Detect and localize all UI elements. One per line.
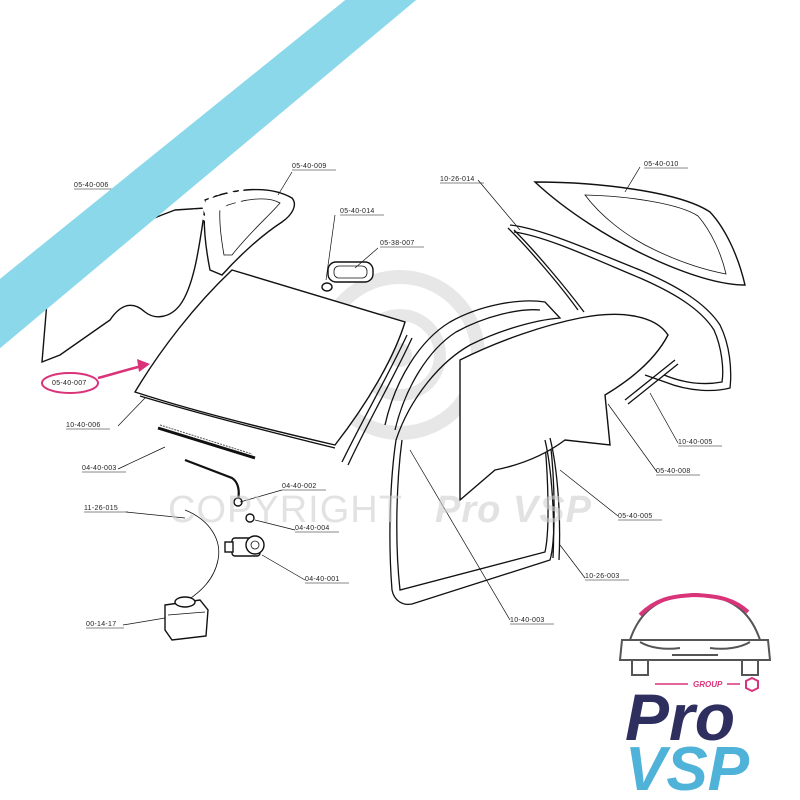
copyright-text: COPYRIGHT — [168, 489, 403, 531]
logo-hex-icon — [745, 676, 759, 693]
label-04-40-002: 04-40-002 — [282, 483, 317, 490]
copyright-watermark: COPYRIGHT Pro VSP — [168, 489, 592, 531]
part-labels: 05-40-006 05-40-009 05-40-014 05-38-007 … — [52, 161, 722, 629]
highlight-ellipse — [41, 372, 99, 394]
wiper-motor — [224, 535, 265, 557]
label-04-40-001: 04-40-001 — [305, 576, 340, 583]
highlight-callout — [41, 359, 150, 394]
highlight-arrow — [97, 364, 143, 380]
label-05-40-006: 05-40-006 — [74, 182, 109, 189]
interior-mirror — [321, 261, 374, 292]
rear-screen-seal — [509, 224, 732, 392]
quarter-window-frame — [203, 188, 296, 276]
label-10-40-005: 10-40-005 — [678, 439, 713, 446]
wiper-arm — [184, 458, 243, 507]
label-05-40-008: 05-40-008 — [656, 468, 691, 475]
provsp-logo: GROUP Pro VSP — [618, 592, 772, 800]
wiper-nut — [245, 513, 255, 523]
banner-stripe — [0, 0, 417, 349]
logo-pro-text: Pro — [625, 680, 735, 754]
label-10-26-003: 10-26-003 — [585, 573, 620, 580]
rear-screen-seal-side — [507, 227, 585, 313]
rear-screen — [533, 181, 746, 286]
windscreen-lower-seal — [139, 395, 336, 449]
label-10-40-006: 10-40-006 — [66, 422, 101, 429]
washer-reservoir — [164, 596, 209, 641]
logo-group-text: GROUP — [693, 680, 723, 689]
windscreen-side-seal — [341, 334, 413, 466]
leader-lines — [117, 166, 679, 626]
label-04-40-003: 04-40-003 — [82, 465, 117, 472]
label-05-40-014: 05-40-014 — [340, 208, 375, 215]
label-05-40-009: 05-40-009 — [292, 163, 327, 170]
car-outline-icon — [618, 592, 772, 676]
highlight-arrowhead — [137, 359, 150, 372]
logo-roof-accent — [638, 592, 750, 617]
label-10-26-014: 10-26-014 — [440, 176, 475, 183]
label-10-40-003: 10-40-003 — [510, 617, 545, 624]
door-seal — [384, 300, 562, 606]
copyright-brand: Pro VSP — [435, 489, 592, 531]
washer-tube — [184, 509, 220, 601]
label-00-14-17: 00-14-17 — [86, 621, 116, 628]
windscreen — [133, 269, 406, 446]
label-05-40-010: 05-40-010 — [644, 161, 679, 168]
quarter-window-glass — [219, 198, 281, 256]
logo-vsp-text: VSP — [625, 735, 750, 800]
label-11-26-015: 11-26-015 — [84, 505, 118, 512]
door-glass — [459, 313, 669, 502]
door-seal-inner — [394, 309, 549, 591]
label-05-38-007: 05-38-007 — [380, 240, 415, 247]
label-05-40-007: 05-40-007 — [52, 380, 87, 387]
label-04-40-004: 04-40-004 — [295, 525, 330, 532]
door-frame-seal — [544, 437, 561, 561]
wiper-blade — [157, 424, 256, 460]
rear-screen-inner — [584, 194, 727, 275]
door-lower-seal — [624, 359, 679, 405]
label-05-40-005: 05-40-005 — [618, 513, 653, 520]
